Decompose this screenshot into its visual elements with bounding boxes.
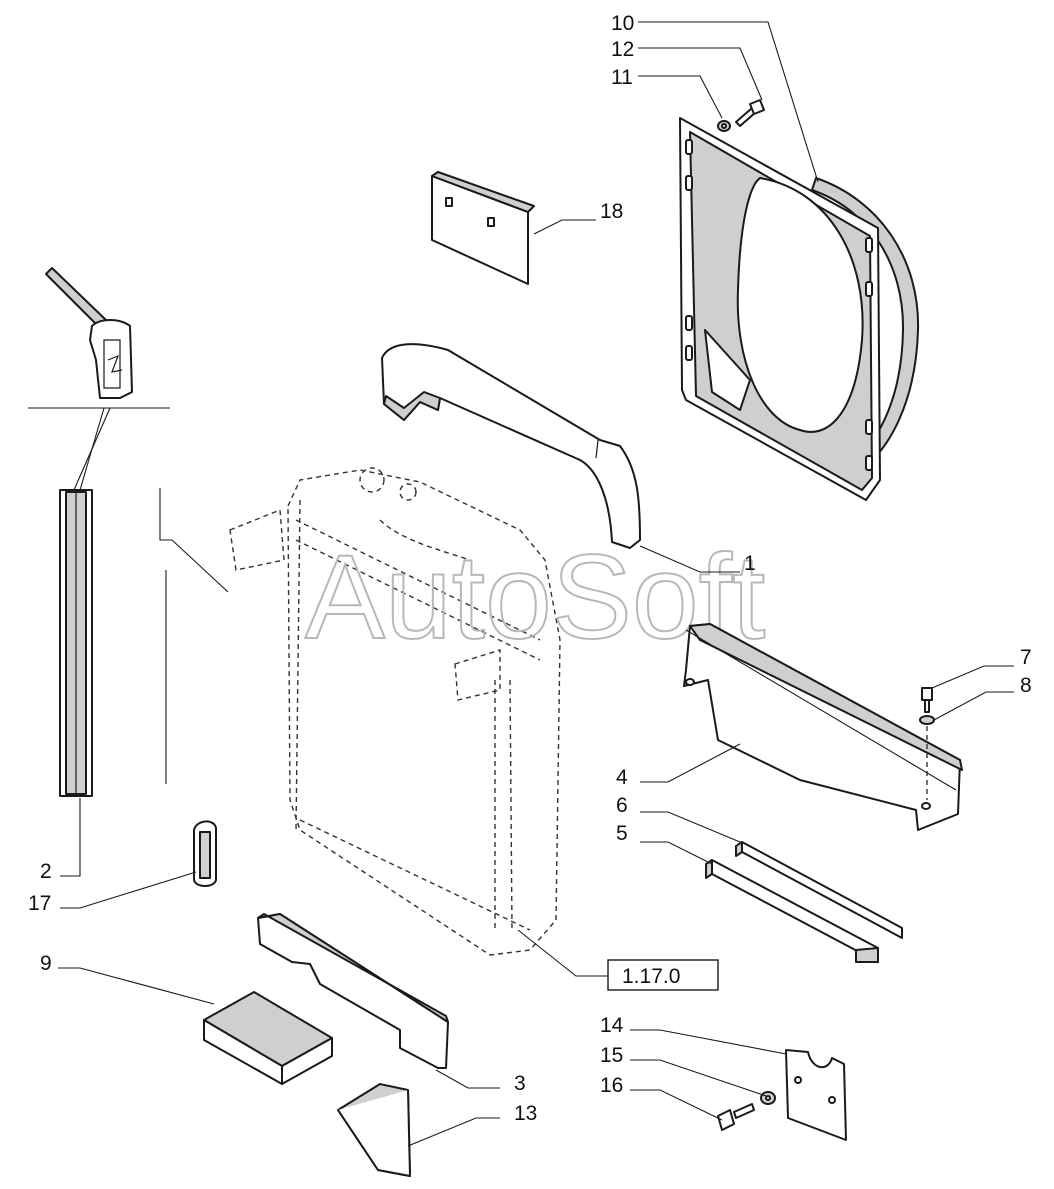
callout-17: 17	[28, 892, 51, 915]
part-upper-seal-1	[381, 343, 641, 549]
part-washer-11	[717, 120, 731, 132]
callout-13: 13	[514, 1102, 537, 1125]
part-clip-17	[193, 820, 217, 887]
callout-2: 2	[40, 860, 52, 883]
callout-6: 6	[616, 794, 628, 817]
part-strip-6	[735, 841, 903, 939]
part-fan-shroud	[679, 117, 920, 501]
callout-16: 16	[600, 1074, 623, 1097]
part-plate-18	[431, 171, 535, 285]
part-bolt-7	[921, 687, 933, 713]
part-bolt-12	[735, 99, 765, 127]
reference-box-label: 1.17.0	[622, 965, 680, 988]
leader-lines	[58, 21, 1014, 1147]
callouts: 10 12 11 18 1 7 8 4 6 5 2 17 9 3 13 14 1…	[28, 12, 1032, 1125]
radiator-ghost	[229, 467, 561, 956]
callout-14: 14	[600, 1014, 624, 1037]
callout-11: 11	[611, 66, 633, 89]
callout-15: 15	[600, 1044, 623, 1067]
callout-1: 1	[744, 552, 756, 575]
part-strip-5	[705, 859, 879, 963]
callout-10: 10	[611, 12, 634, 35]
part-edge-seal-2	[28, 267, 229, 797]
part-lower-bracket-4	[683, 623, 963, 831]
callout-4: 4	[616, 766, 628, 789]
part-lower-seal-3	[257, 913, 449, 1069]
callout-8: 8	[1020, 674, 1032, 697]
part-washer-8	[919, 715, 935, 725]
callout-5: 5	[616, 822, 628, 845]
callout-7: 7	[1020, 646, 1032, 669]
callout-9: 9	[40, 952, 52, 975]
reference-box[interactable]: 1.17.0	[607, 959, 719, 991]
part-bolt-16	[717, 1103, 755, 1131]
part-bracket-14	[785, 1049, 847, 1141]
part-wedge-13	[337, 1083, 411, 1177]
part-washer-15	[760, 1091, 776, 1105]
callout-12: 12	[611, 38, 634, 61]
callout-18: 18	[600, 200, 623, 223]
part-pad-9	[203, 991, 333, 1085]
callout-3: 3	[514, 1072, 526, 1095]
